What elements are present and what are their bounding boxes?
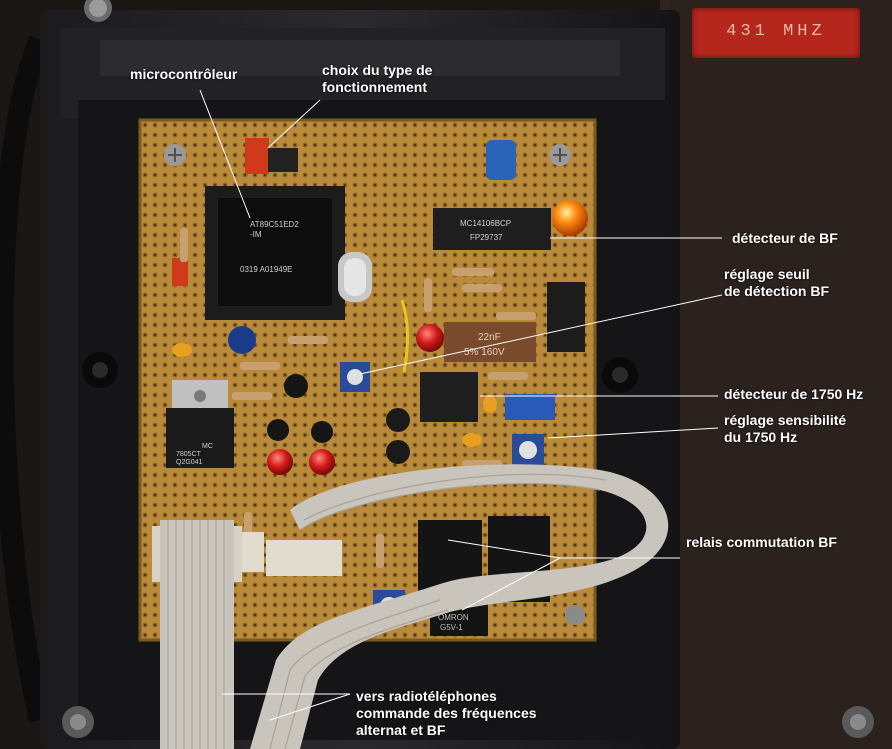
relay-marking-1: OMRON xyxy=(438,613,469,622)
label-relais-text: relais commutation BF xyxy=(686,534,837,550)
label-reglage-sensibilite: réglage sensibilité du 1750 Hz xyxy=(724,412,846,446)
label-choix-type: choix du type de fonctionnement xyxy=(322,62,432,96)
mc14106-marking-2: FP29737 xyxy=(470,233,503,242)
mc14106-marking-1: MC14106BCP xyxy=(460,219,511,228)
label-detecteur-1750: détecteur de 1750 Hz xyxy=(724,386,863,403)
relay-marking-2: G5V-1 xyxy=(440,623,463,632)
mcu-marking-3: 0319 A01949E xyxy=(240,265,293,274)
label-reglage-seuil-line2: de détection BF xyxy=(724,283,830,299)
label-reglage-sens-line2: du 1750 Hz xyxy=(724,429,798,445)
label-vers-radiotelephones: vers radiotéléphones commande des fréque… xyxy=(356,688,537,739)
frequency-label-text: 431 MHZ xyxy=(726,22,826,41)
label-detecteur-bf: détecteur de BF xyxy=(732,230,838,247)
label-detecteur-bf-text: détecteur de BF xyxy=(732,230,838,246)
label-microcontroleur: microcontrôleur xyxy=(130,66,237,83)
label-reglage-sens-line1: réglage sensibilité xyxy=(724,412,847,428)
label-relais: relais commutation BF xyxy=(686,534,837,551)
label-vers-line1: vers radiotéléphones xyxy=(356,688,497,704)
label-choix-line1: choix du type de xyxy=(322,62,433,78)
frequency-label-tag: 431 MHZ xyxy=(692,8,860,58)
mcu-marking-2: -IM xyxy=(250,230,262,239)
regulator-marking-2: 7805CT xyxy=(176,451,202,458)
label-detecteur-1750-text: détecteur de 1750 Hz xyxy=(724,386,864,402)
label-choix-line2: fonctionnement xyxy=(322,79,427,95)
label-reglage-seuil-line1: réglage seuil xyxy=(724,266,810,282)
mcu-marking-1: AT89C51ED2 xyxy=(250,220,299,229)
cap-marking-2: 5% 160V xyxy=(464,347,505,358)
cap-marking-1: 22nF xyxy=(478,332,501,343)
label-microcontroleur-text: microcontrôleur xyxy=(130,66,238,82)
label-vers-line3: alternat et BF xyxy=(356,722,446,738)
label-vers-line2: commande des fréquences xyxy=(356,705,537,721)
regulator-marking-3: Q2G041 xyxy=(176,459,203,466)
regulator-marking-1: MC xyxy=(202,443,213,450)
label-reglage-seuil: réglage seuil de détection BF xyxy=(724,266,829,300)
